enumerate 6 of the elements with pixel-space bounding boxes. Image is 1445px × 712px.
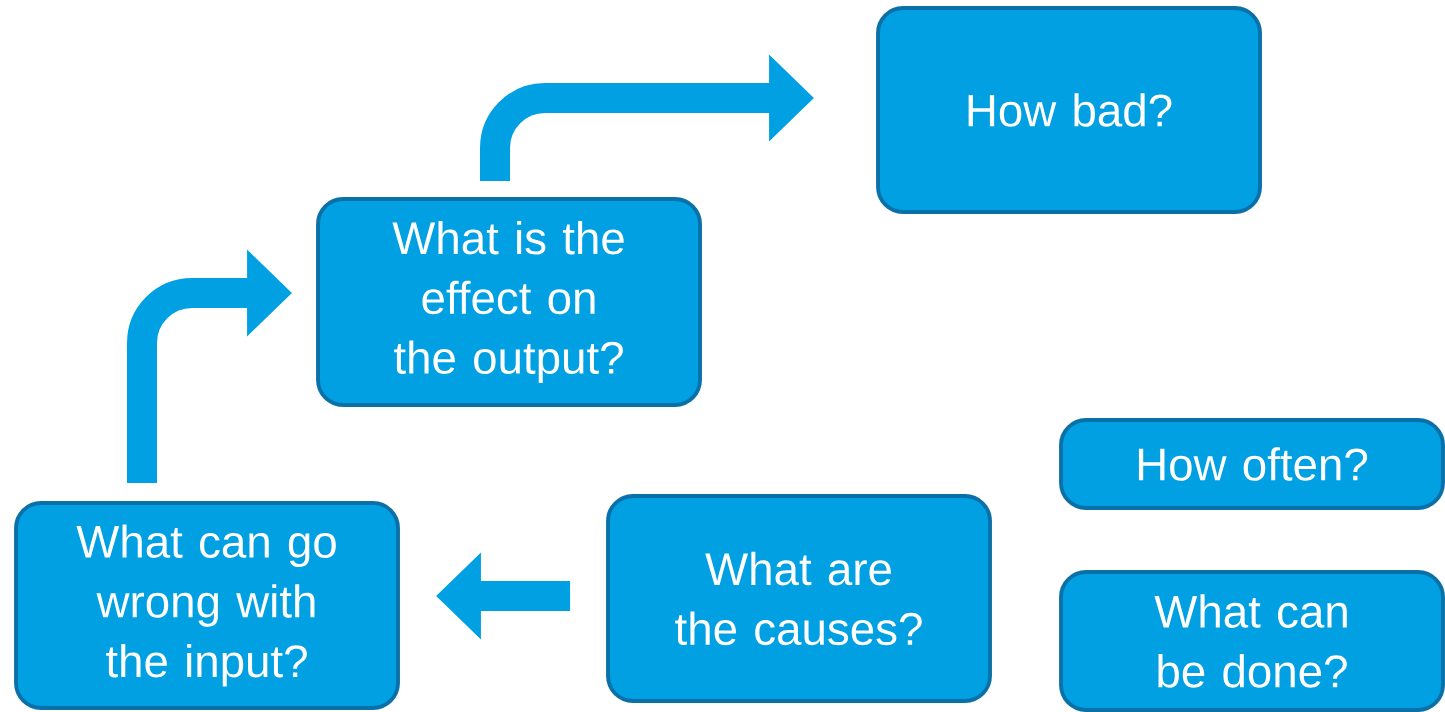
question-box: How bad? [876,6,1262,214]
question-box: What can go wrong with the input? [14,501,400,710]
question-box: What is the effect on the output? [316,197,702,407]
question-box: How often? [1059,418,1445,510]
question-box: What are the causes? [606,494,992,703]
question-box: What can be done? [1059,570,1445,712]
